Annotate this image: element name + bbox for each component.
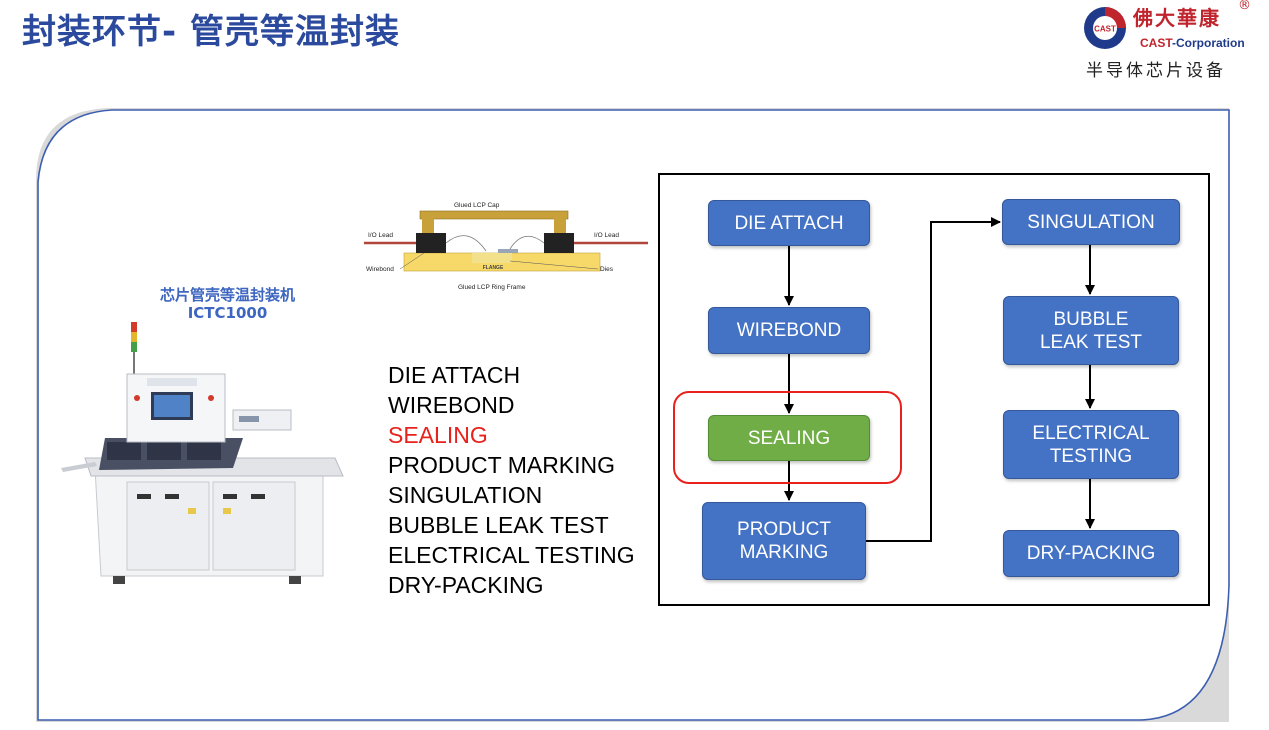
- company-logo: CAST 佛大華康 ® CAST-Corporation 半导体芯片设备: [1078, 0, 1258, 82]
- current-step-highlight: [673, 391, 902, 484]
- flow-node-product-marking: PRODUCT MARKING: [702, 502, 866, 580]
- flow-node-die-attach: DIE ATTACH: [708, 200, 870, 246]
- step-item-sealing: SEALING: [388, 422, 488, 448]
- step-item-wirebond: WIREBOND: [388, 392, 515, 418]
- diagram-lead-right-label: I/O Lead: [594, 232, 619, 239]
- machine-model: ICTC1000: [187, 304, 268, 322]
- step-item-singulation: SINGULATION: [388, 482, 543, 508]
- sealing-machine-image: [61, 322, 344, 584]
- diagram-dies-label: Dies: [600, 266, 614, 273]
- logo-english-name: CAST-Corporation: [1140, 36, 1245, 50]
- process-flowchart: [658, 173, 1210, 606]
- flow-node-bubble-leak-test: BUBBLE LEAK TEST: [1003, 296, 1179, 365]
- flow-node-dry-packing: DRY-PACKING: [1003, 530, 1179, 577]
- process-step-list: DIE ATTACH WIREBOND SEALING PRODUCT MARK…: [388, 360, 635, 600]
- diagram-wirebond-label: Wirebond: [366, 266, 394, 273]
- machine-caption: 芯片管壳等温封装机 ICTC1000: [150, 286, 305, 322]
- diagram-cap-label: Glued LCP Cap: [454, 202, 500, 209]
- step-item-die-attach: DIE ATTACH: [388, 362, 521, 388]
- step-item-product-marking: PRODUCT MARKING: [388, 452, 616, 478]
- logo-registered-mark: ®: [1238, 0, 1251, 13]
- logo-badge-text: CAST: [1094, 25, 1116, 34]
- logo-chinese-name: 佛大華康: [1133, 6, 1221, 30]
- diagram-flange-label: FLANGE: [483, 265, 504, 271]
- slide-title: 封装环节- 管壳等温封装: [22, 12, 400, 52]
- flow-node-singulation: SINGULATION: [1002, 199, 1180, 245]
- flow-node-sealing: SEALING: [708, 415, 870, 461]
- diagram-frame-label: Glued LCP Ring Frame: [458, 284, 526, 291]
- package-cross-section-diagram: Glued LCP Cap I/O Lead I/O Lead Wirebond…: [364, 202, 648, 291]
- logo-tagline: 半导体芯片设备: [1086, 61, 1226, 81]
- flow-node-electrical-testing: ELECTRICAL TESTING: [1003, 410, 1179, 479]
- arrow-product-marking-to-singulation: [866, 217, 1001, 542]
- step-item-dry-packing: DRY-PACKING: [388, 572, 544, 598]
- flow-node-wirebond: WIREBOND: [708, 307, 870, 354]
- machine-name: 芯片管壳等温封装机: [159, 286, 295, 304]
- step-item-electrical-testing: ELECTRICAL TESTING: [388, 542, 635, 568]
- logo-en-suffix: -Corporation: [1172, 36, 1245, 50]
- logo-en-prefix: CAST: [1140, 36, 1173, 50]
- step-item-bubble-leak-test: BUBBLE LEAK TEST: [388, 512, 609, 538]
- diagram-lead-left-label: I/O Lead: [368, 232, 393, 239]
- logo-emblem-icon: CAST: [1084, 7, 1126, 49]
